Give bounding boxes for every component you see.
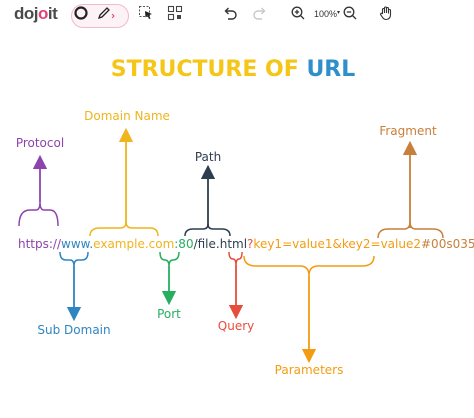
brace-subdomain bbox=[59, 251, 89, 267]
label-fragment: Fragment bbox=[379, 124, 437, 138]
select-cursor-icon bbox=[139, 6, 152, 19]
diagram-title: STRUCTURE OF URL bbox=[111, 57, 356, 82]
url-diagram: STRUCTURE OF URL Protocol Domain Name Pa… bbox=[16, 57, 474, 377]
brace-port bbox=[159, 251, 180, 267]
label-port: Port bbox=[157, 307, 181, 321]
url-query: ? bbox=[247, 237, 253, 251]
url-domain: example.com bbox=[93, 237, 174, 251]
zoom-in-icon bbox=[291, 6, 305, 20]
brace-query bbox=[228, 251, 243, 266]
url-subdomain: www. bbox=[61, 237, 93, 251]
undo-button[interactable] bbox=[222, 5, 242, 25]
pencil-icon bbox=[97, 7, 115, 20]
url-path: /file.html bbox=[194, 237, 247, 251]
brace-path bbox=[184, 223, 231, 237]
label-sub-domain: Sub Domain bbox=[37, 323, 110, 337]
label-query: Query bbox=[218, 319, 254, 333]
url-fragment: #00s0350q bbox=[421, 237, 474, 251]
app-logo: dojoit bbox=[14, 4, 58, 23]
url-port: :80 bbox=[174, 237, 193, 251]
zoom-in-button[interactable] bbox=[290, 5, 310, 25]
hand-tool-button[interactable] bbox=[378, 5, 398, 25]
select-tool-button[interactable] bbox=[138, 5, 158, 25]
undo-icon bbox=[224, 7, 237, 20]
zoom-out-icon bbox=[343, 6, 357, 20]
brace-protocol bbox=[18, 201, 59, 227]
brace-domain bbox=[89, 221, 159, 237]
circle-tool-button[interactable] bbox=[73, 5, 93, 25]
grid-icon bbox=[167, 5, 183, 21]
zoom-out-button[interactable] bbox=[342, 5, 362, 25]
label-domain-name: Domain Name bbox=[84, 109, 170, 123]
diagram-canvas: STRUCTURE OF URL Protocol Domain Name Pa… bbox=[0, 34, 474, 418]
label-parameters: Parameters bbox=[275, 363, 344, 377]
brace-fragment bbox=[377, 221, 444, 239]
pencil-tool-button[interactable] bbox=[96, 5, 116, 25]
url-params: key1=value1&key2=value2 bbox=[253, 237, 421, 251]
label-path: Path bbox=[195, 150, 221, 164]
redo-icon bbox=[253, 7, 266, 20]
zoom-level[interactable]: 100%▾ bbox=[314, 9, 341, 19]
url-protocol: https:// bbox=[18, 237, 62, 251]
url-string: https://www.example.com:80/file.html?key… bbox=[18, 237, 474, 251]
hand-icon bbox=[380, 6, 392, 21]
brace-params bbox=[243, 255, 375, 277]
toolbar: dojoit bbox=[0, 0, 474, 34]
label-protocol: Protocol bbox=[16, 136, 64, 150]
zoom-caret: ▾ bbox=[337, 10, 341, 16]
redo-button[interactable] bbox=[252, 5, 272, 25]
circle-icon bbox=[74, 6, 88, 20]
grid-tool-button[interactable] bbox=[167, 5, 187, 25]
